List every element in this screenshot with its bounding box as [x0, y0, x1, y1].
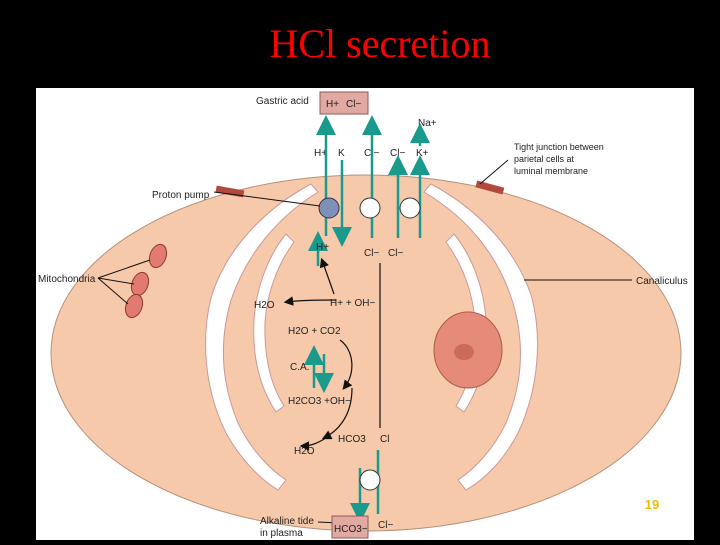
tight-junction-left [215, 185, 245, 198]
parietal-cell-diagram: Gastric acid H+ Cl− Na+ H+ K Cl− Cl− K+ … [36, 88, 694, 540]
nucleolus [454, 344, 474, 360]
ion-cl-2: Cl− [390, 148, 405, 159]
mitochondria-group [124, 243, 168, 319]
rx-cl-b: Cl− [388, 248, 403, 259]
slide-number: 19 [644, 497, 660, 512]
gastric-acid-label: Gastric acid [256, 96, 309, 107]
arrow-water-out [299, 437, 327, 451]
rx-hco3: HCO3 [338, 434, 366, 445]
plasma-hco3-box [331, 515, 369, 539]
ion-h: H+ [314, 148, 327, 159]
arrow-h-up [319, 257, 335, 295]
proton-pump-icon [318, 197, 340, 219]
arrow-oh-to-water [283, 296, 337, 306]
canaliculus-label: Canaliculus [636, 276, 688, 287]
plasma-cl: Cl− [378, 520, 393, 531]
arrow-co2-to-carbonic [339, 339, 353, 390]
k-channel-icon [399, 197, 421, 219]
rx-cl-c: Cl [380, 434, 389, 445]
tight-junction-right [475, 180, 505, 195]
plasma-exchanger-icon [359, 469, 381, 491]
rx-ca: C.A. [290, 362, 309, 373]
proton-pump-pointer [213, 191, 321, 207]
plasma-hco3: HCO3− [334, 524, 368, 535]
rx-h-plus: H+ [316, 242, 329, 253]
tight-junction-label-2: parietal cells at [514, 154, 575, 164]
lumen-cl-ion: Cl− [346, 99, 361, 110]
proton-pump-label: Proton pump [152, 190, 210, 201]
cl-channel-icon [359, 197, 381, 219]
mitochondria-label: Mitochondria [38, 274, 96, 285]
mitochondria-pointer-b [97, 277, 135, 285]
arrow-hco3-bend [321, 387, 353, 440]
lumen-h-ion: H+ [326, 99, 339, 110]
gastric-acid-box [319, 91, 369, 115]
tight-junction-label-1: Tight junction between [514, 142, 604, 152]
ion-na: Na+ [418, 118, 437, 129]
alkaline-tide-label-1: Alkaline tide [260, 516, 314, 527]
mitochondria-pointer-a [97, 259, 151, 279]
mitochondrion [148, 243, 168, 269]
rx-h2co3: H2CO3 +OH− [288, 396, 351, 407]
alkaline-tide-label-2: in plasma [260, 528, 303, 539]
rx-cl-a: Cl− [364, 248, 379, 259]
rx-h2o-co2: H2O + CO2 [288, 326, 341, 337]
mitochondria-pointer-c [97, 277, 129, 305]
canaliculus-channel [205, 183, 538, 491]
tight-junction-pointer [479, 159, 509, 185]
ion-k-2: K+ [416, 148, 429, 159]
rx-h2o: H2O [254, 300, 275, 311]
rx-h-oh: H+ + OH− [330, 298, 375, 309]
rx-h2o-b: H2O [294, 446, 315, 457]
ion-k: K [338, 148, 345, 159]
slide-title: HCl secretion [269, 21, 491, 66]
tight-junction-label-3: luminal membrane [514, 166, 588, 176]
